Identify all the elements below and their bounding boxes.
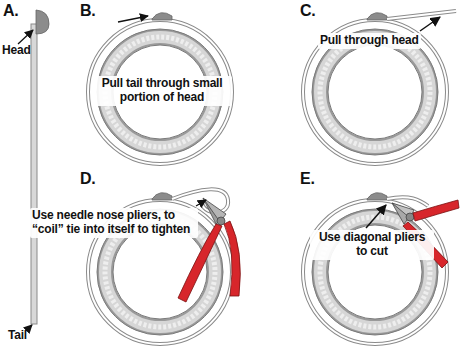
step-instruction: Pull tail through small portion of head [92,76,232,106]
panel-letter: D. [80,170,96,188]
leader-line [366,205,386,228]
cable-tie-straight [31,10,49,324]
panel-letter: E. [300,170,315,188]
part-label: Head [2,44,31,58]
step-instruction: Pull through head [318,33,421,49]
panel-letter: C. [300,2,316,20]
part-label: Tail [8,329,27,343]
ring-with-tie [303,13,447,164]
leader-line [18,30,33,44]
leader-line [118,16,148,22]
leader-line [420,17,440,31]
step-instruction: Use needle nose pliers, to “coil” tie in… [30,208,198,238]
leader-line [196,200,206,206]
ring-with-tie [88,13,232,164]
tie-tail [387,11,456,19]
panel-letter: A. [3,2,19,20]
step-instruction: Use diagonal pliers to cut [310,230,434,260]
panel-letter: B. [80,2,96,20]
tie-tail [387,11,456,19]
